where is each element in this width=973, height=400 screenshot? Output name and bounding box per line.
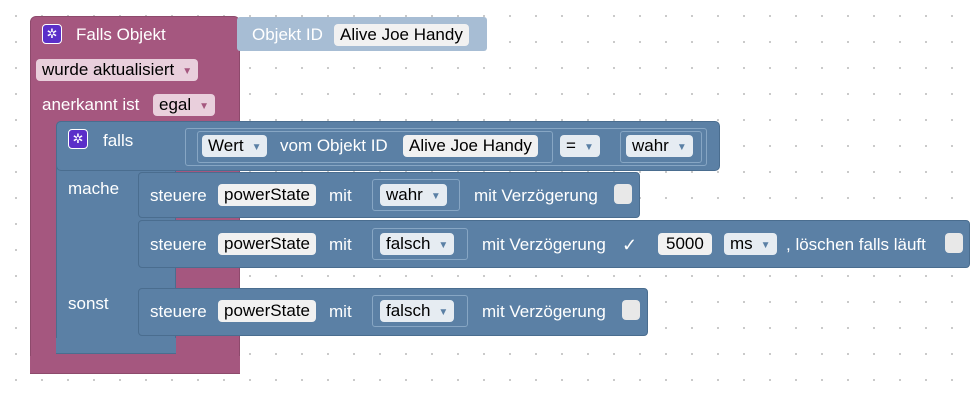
- dropdown-caret-icon: ▼: [199, 101, 210, 112]
- unit-dropdown[interactable]: ms ▼: [724, 233, 777, 255]
- property-dropdown[interactable]: Wert ▼: [202, 135, 268, 157]
- steuere-label: steuere: [150, 186, 207, 205]
- delay-label: mit Verzögerung: [482, 302, 606, 321]
- dropdown-caret-icon: ▼: [438, 307, 449, 318]
- value-dropdown[interactable]: falsch ▼: [380, 233, 455, 255]
- dropdown-caret-icon: ▼: [182, 66, 193, 77]
- trigger-block-bottom: [30, 356, 240, 374]
- mode-dropdown[interactable]: wurde aktualisiert ▼: [36, 59, 199, 81]
- condition-bool-dropdown[interactable]: wahr ▼: [626, 135, 693, 157]
- value-dropdown-value: wahr: [386, 185, 423, 204]
- condition-object-id-field[interactable]: Alive Joe Handy: [403, 135, 538, 157]
- object-id-label: Objekt ID: [252, 25, 323, 44]
- trigger-title: Falls Objekt: [76, 25, 166, 44]
- condition-get-value-block[interactable]: [197, 131, 553, 163]
- operator-dropdown[interactable]: =▼: [560, 135, 600, 157]
- ack-value: egal: [159, 95, 192, 114]
- delay-checkbox[interactable]: [614, 184, 632, 204]
- mit-label: mit: [329, 235, 352, 254]
- clear-checkbox[interactable]: [945, 233, 963, 253]
- mit-label: mit: [329, 302, 352, 321]
- ack-dropdown[interactable]: egal ▼: [153, 94, 216, 116]
- value-block[interactable]: [372, 295, 468, 327]
- mode-value: wurde aktualisiert: [42, 60, 175, 79]
- delay-label: mit Verzögerung: [482, 235, 606, 254]
- steuere-label: steuere: [150, 235, 207, 254]
- state-field[interactable]: powerState: [218, 300, 316, 322]
- dropdown-caret-icon: ▼: [251, 142, 262, 153]
- sonst-label: sonst: [68, 294, 109, 313]
- value-dropdown-value: falsch: [386, 301, 431, 320]
- ack-label: anerkannt ist: [42, 95, 140, 114]
- if-footer: [56, 338, 176, 354]
- gear-icon[interactable]: ✲: [42, 24, 62, 44]
- delay-label: mit Verzögerung: [474, 186, 598, 205]
- clear-label: , löschen falls läuft: [786, 235, 926, 254]
- dropdown-caret-icon: ▼: [430, 191, 441, 202]
- mit-label: mit: [329, 186, 352, 205]
- value-block[interactable]: [372, 228, 468, 260]
- state-field[interactable]: powerState: [218, 233, 316, 255]
- operator-value: =: [566, 136, 576, 155]
- delay-checkbox-checked[interactable]: ✓: [622, 235, 638, 255]
- dropdown-caret-icon: ▼: [583, 142, 594, 153]
- value-dropdown[interactable]: falsch ▼: [380, 300, 455, 322]
- vom-objekt-label: vom Objekt ID: [280, 136, 388, 155]
- object-id-field[interactable]: Alive Joe Handy: [334, 24, 469, 46]
- condition-bool-value: wahr: [632, 136, 669, 155]
- state-field[interactable]: powerState: [218, 184, 316, 206]
- gear-icon[interactable]: ✲: [68, 129, 88, 149]
- value-dropdown[interactable]: wahr ▼: [380, 184, 447, 206]
- dropdown-caret-icon: ▼: [438, 240, 449, 251]
- falls-label: falls: [103, 131, 134, 150]
- delay-ms-field[interactable]: 5000: [658, 233, 712, 255]
- dropdown-caret-icon: ▼: [676, 142, 687, 153]
- value-block[interactable]: [372, 179, 460, 211]
- unit-value: ms: [730, 234, 753, 253]
- property-value: Wert: [208, 136, 244, 155]
- delay-checkbox[interactable]: [622, 300, 640, 320]
- mache-label: mache: [68, 179, 120, 198]
- dropdown-caret-icon: ▼: [760, 240, 771, 251]
- value-dropdown-value: falsch: [386, 234, 431, 253]
- condition-bool-block[interactable]: [620, 131, 702, 163]
- steuere-label: steuere: [150, 302, 207, 321]
